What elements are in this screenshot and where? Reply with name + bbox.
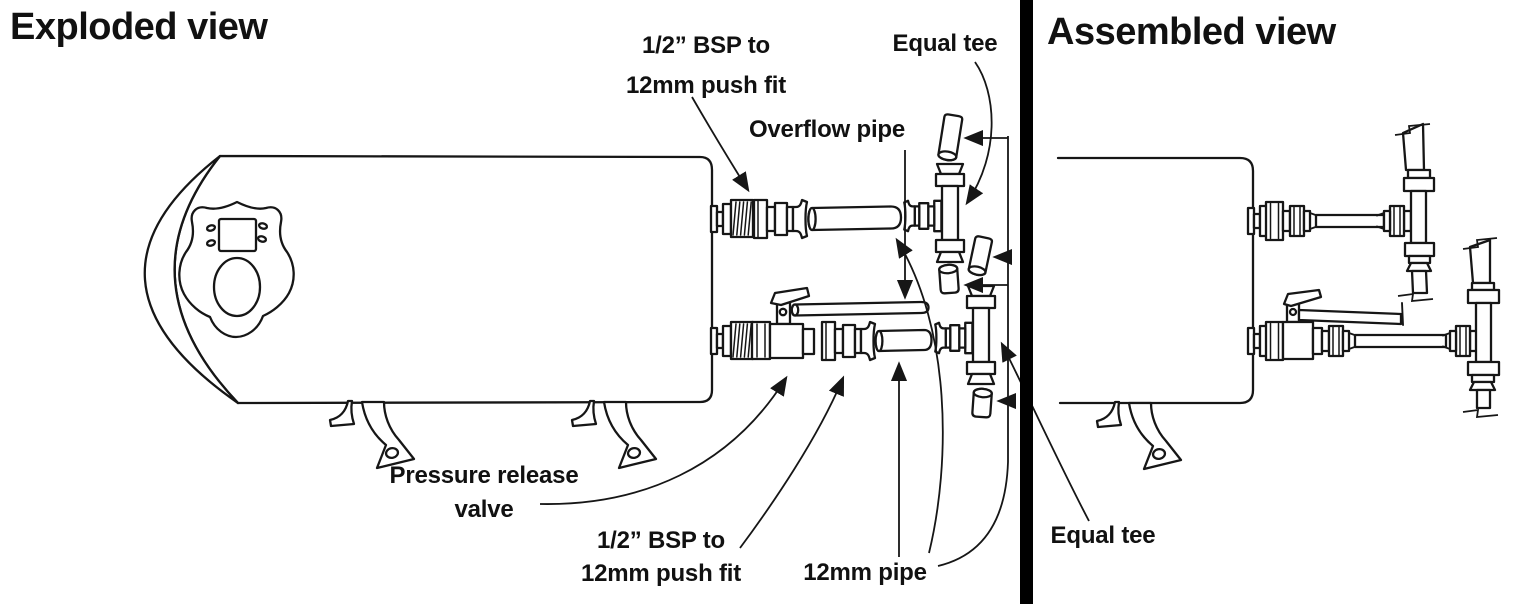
pipe-12mm-short: [876, 330, 932, 351]
equal-tee-fitting: [935, 286, 995, 384]
overflow-pipe-assembled: [1299, 310, 1401, 324]
assembled-valve-run: [1246, 238, 1499, 417]
callout-overflow-pipe: Overflow pipe: [748, 116, 906, 143]
pipe-12mm: [1316, 215, 1384, 227]
pressure-release-valve-row: [709, 288, 932, 362]
callout-arrows: [540, 62, 1089, 566]
leader-12mm-top-pipe: [895, 237, 943, 553]
threaded-adapter: [729, 320, 755, 361]
exploded-water-heater-tank: [145, 156, 712, 470]
leader-equal-tee-bottom: [1000, 341, 1089, 521]
tank-end-cap: [145, 156, 238, 403]
equal-tee-fitting-assembled: [1463, 238, 1499, 417]
pipe-12mm-cut: [938, 114, 963, 161]
overflow-port-parts: [709, 198, 901, 240]
callout-equal-tee-bottom: Equal tee: [1050, 522, 1156, 549]
panel-display: [219, 219, 256, 251]
tank-outlet-stub: [709, 324, 733, 358]
leader-equal-tee-top: [965, 62, 992, 206]
leader-12mm-riser: [938, 136, 1008, 566]
pipe-12mm-cut: [968, 236, 993, 277]
callout-push-fit-bottom: 1/2” BSP to 12mm push fit: [580, 527, 742, 587]
pressure-release-valve-assembled: [1283, 290, 1403, 359]
pressure-release-valve: [752, 288, 814, 359]
callout-push-fit-top: 1/2” BSP to 12mm push fit: [625, 32, 787, 99]
callout-equal-tee-top: Equal tee: [892, 30, 998, 57]
push-fit-fitting-top: [752, 198, 809, 240]
push-fit-fitting-bottom: [820, 320, 877, 362]
leader-push-fit-bottom: [740, 375, 845, 548]
exploded-view-title: Exploded view: [10, 6, 268, 48]
tank-outlet-stub: [709, 202, 733, 236]
view-divider: [1020, 0, 1033, 604]
pipe-12mm-stub: [939, 264, 959, 293]
equal-tee-bottom-assembly: [935, 286, 995, 418]
panel-led: [206, 239, 215, 246]
assembled-overflow-run: [1246, 124, 1434, 301]
pipe-12mm-stub: [972, 388, 992, 417]
panel-led: [206, 224, 215, 231]
panel-led: [257, 235, 266, 242]
tank-leg: [328, 399, 416, 470]
overflow-pipe: [792, 302, 929, 316]
callout-12mm-pipe: 12mm pipe: [803, 559, 927, 586]
callout-pressure-release-valve: Pressure release valve: [389, 462, 579, 523]
equal-tee-fitting: [904, 164, 964, 262]
panel-knob: [214, 258, 260, 316]
assembled-view-title: Assembled view: [1047, 11, 1336, 53]
tank-leg: [570, 399, 658, 470]
assembled-water-heater-tank: [1058, 158, 1253, 471]
equal-tee-fitting-assembled: [1395, 124, 1434, 301]
leader-pressure-release-valve: [540, 375, 788, 504]
pipe-12mm: [1355, 335, 1446, 347]
panel-led: [258, 222, 267, 229]
threaded-adapter: [729, 198, 755, 239]
equal-tee-top-assembly: [904, 114, 992, 294]
pipe-12mm-top: [808, 207, 901, 231]
tank-leg: [1095, 400, 1183, 471]
leader-push-fit-top: [692, 97, 750, 193]
control-panel: [179, 202, 293, 337]
